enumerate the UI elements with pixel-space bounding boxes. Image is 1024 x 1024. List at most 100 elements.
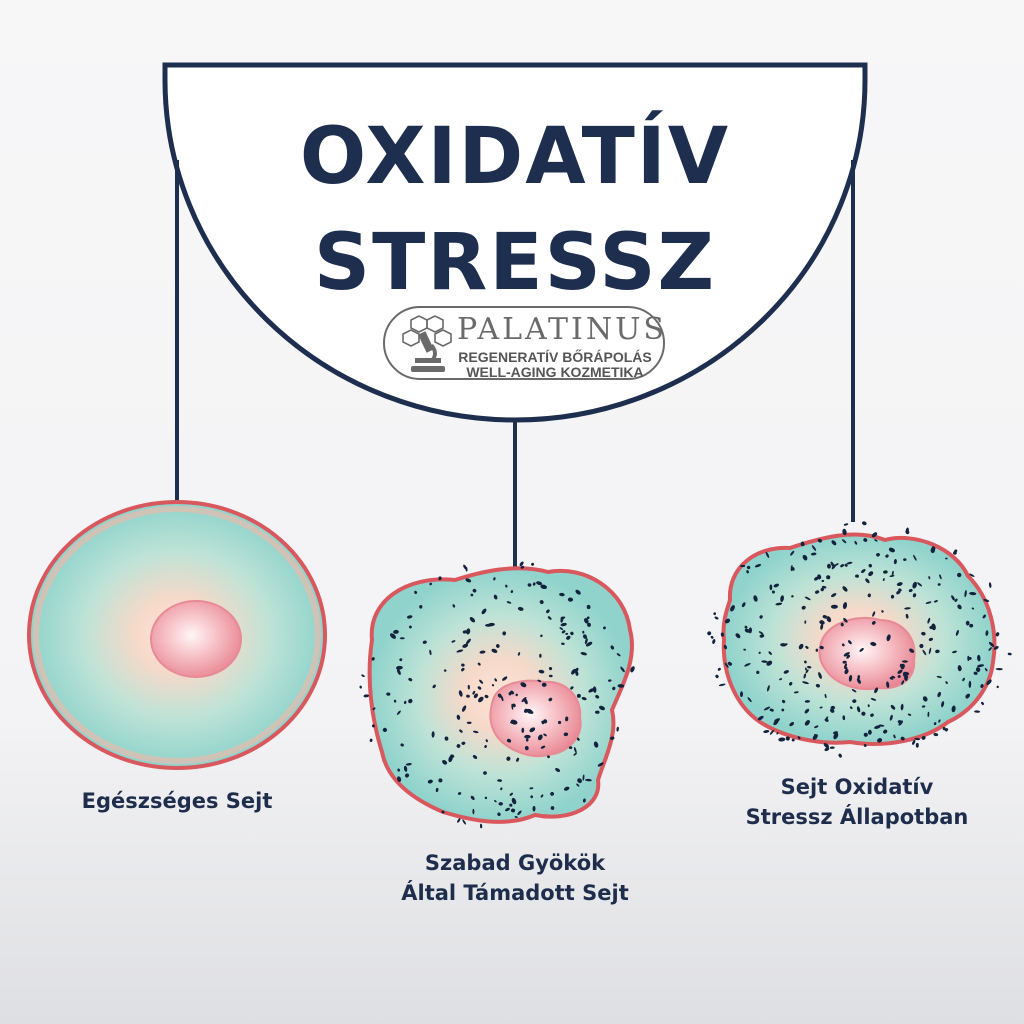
radical-speck	[754, 564, 762, 568]
radical-speck	[457, 792, 462, 795]
radical-speck	[780, 595, 784, 602]
radical-speck	[608, 679, 612, 682]
radical-speck	[555, 767, 561, 773]
radical-speck	[921, 631, 926, 636]
radical-speck	[414, 590, 418, 595]
radical-speck	[479, 679, 484, 684]
radical-speck	[912, 581, 917, 589]
radical-speck	[783, 670, 789, 674]
radical-speck	[546, 609, 550, 614]
radical-speck	[539, 600, 544, 605]
radical-speck	[791, 595, 794, 598]
radical-speck	[429, 649, 432, 656]
radical-speck	[497, 779, 502, 782]
radical-speck	[812, 734, 818, 740]
radical-speck	[432, 684, 436, 689]
radical-speck	[743, 648, 747, 651]
radical-speck	[620, 666, 625, 673]
radical-speck	[967, 655, 970, 662]
radical-speck	[498, 802, 503, 806]
radical-speck	[462, 643, 469, 648]
radical-speck	[843, 617, 848, 623]
radical-speck	[944, 728, 949, 732]
radical-speck	[559, 627, 564, 630]
radical-speck	[408, 698, 413, 704]
radical-speck	[603, 626, 606, 630]
radical-speck	[886, 634, 891, 642]
radical-speck	[769, 708, 774, 712]
radical-speck	[888, 547, 895, 553]
radical-speck	[510, 808, 516, 813]
radical-speck	[512, 703, 516, 708]
radical-speck	[897, 669, 903, 674]
radical-speck	[868, 563, 873, 568]
radical-speck	[500, 787, 503, 791]
radical-speck	[541, 720, 545, 725]
radical-speck	[933, 722, 937, 726]
radical-speck	[746, 570, 749, 574]
radical-speck	[540, 584, 548, 590]
radical-speck	[900, 703, 904, 711]
radical-speck	[945, 681, 948, 685]
radical-speck	[819, 706, 823, 709]
radical-speck	[586, 616, 590, 620]
radical-speck	[710, 635, 714, 639]
radical-speck	[928, 647, 932, 655]
radical-speck	[844, 563, 848, 567]
radical-speck	[714, 616, 719, 620]
radical-speck	[773, 719, 779, 726]
radical-speck	[863, 538, 868, 542]
radical-speck	[461, 663, 465, 667]
radical-speck	[610, 645, 615, 650]
radical-speck	[458, 690, 463, 697]
radical-speck	[822, 615, 827, 619]
radical-speck	[371, 657, 375, 661]
radical-speck	[588, 688, 595, 693]
radical-speck	[456, 649, 464, 653]
radical-speck	[505, 807, 510, 812]
radical-speck	[969, 591, 977, 596]
radical-speck	[861, 568, 866, 574]
radical-speck	[574, 667, 579, 673]
radical-speck	[612, 686, 616, 691]
radical-speck	[842, 660, 847, 664]
radical-speck	[491, 648, 498, 654]
radical-speck	[563, 732, 569, 737]
radical-speck	[444, 736, 449, 741]
radical-speck	[575, 589, 581, 595]
radical-speck	[820, 587, 825, 592]
healthy-cell-label: Egészséges Sejt	[81, 789, 273, 813]
radical-speck	[815, 683, 820, 688]
radical-speck	[712, 638, 716, 645]
radical-speck	[922, 696, 928, 702]
radical-speck	[543, 733, 547, 737]
radical-speck	[800, 541, 805, 547]
radical-speck	[484, 796, 488, 800]
radical-speck	[514, 816, 518, 818]
radical-speck	[848, 674, 853, 682]
radical-speck	[933, 600, 938, 603]
radical-speck	[592, 686, 597, 693]
radical-speck	[609, 736, 615, 740]
radical-speck	[585, 641, 593, 647]
radical-speck	[971, 607, 975, 610]
radical-speck	[765, 551, 770, 558]
healthy-cell	[27, 500, 327, 770]
radical-speck	[744, 663, 751, 667]
radical-speck	[867, 729, 872, 735]
radical-speck	[598, 705, 606, 711]
radical-speck	[891, 570, 894, 576]
radical-speck	[720, 632, 725, 637]
radical-speck	[980, 684, 984, 688]
radical-speck	[829, 746, 835, 749]
radical-speck	[443, 669, 447, 672]
radical-speck	[927, 711, 930, 717]
radical-speck	[849, 706, 853, 710]
radical-speck	[863, 732, 868, 737]
radical-speck	[824, 693, 827, 699]
radical-speck	[740, 564, 746, 568]
radical-speck	[819, 620, 825, 625]
stressed-cell	[707, 521, 1012, 758]
radical-speck	[901, 680, 905, 685]
radical-speck	[713, 612, 717, 616]
